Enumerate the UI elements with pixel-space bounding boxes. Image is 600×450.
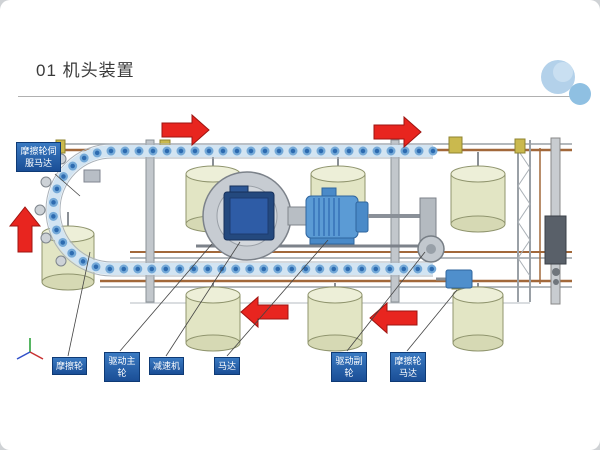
chain-conveyor: [45, 143, 438, 277]
friction-wheel-motor-unit: [436, 269, 473, 289]
arrow-left-icon: [240, 295, 289, 329]
arrow-up-icon: [8, 206, 42, 253]
decorative-circles: [541, 60, 591, 105]
title-underline: [18, 96, 582, 97]
shaft-coupling: [287, 206, 307, 226]
friction-servo-motor-unit: [83, 169, 101, 183]
label-motor: 马达: [214, 357, 241, 375]
label-drive-main-wheel: 驱动主轮: [104, 352, 140, 382]
arrow-left-icon: [369, 301, 418, 335]
drum: [452, 286, 504, 352]
reducer-gearbox: [223, 185, 275, 241]
support-columns: [145, 137, 567, 305]
leader-lines: [54, 173, 458, 357]
friction-wheels: [34, 153, 101, 267]
xyz-axis-icon: [16, 338, 44, 360]
label-friction-wheel-motor: 摩擦轮马达: [390, 352, 426, 382]
arrow-right-icon: [373, 115, 422, 149]
label-reducer: 减速机: [149, 357, 185, 375]
label-drive-sub-wheel: 驱动副轮: [331, 352, 367, 382]
page-title: 01 机头装置: [36, 61, 135, 80]
drive-sub-wheel: [417, 197, 445, 263]
drum: [185, 286, 241, 352]
drum: [450, 165, 506, 233]
drum: [307, 286, 363, 352]
label-friction-wheel: 摩擦轮: [52, 357, 88, 375]
label-friction-servo-motor: 摩擦轮伺服马达: [16, 142, 61, 172]
direction-arrows: [8, 113, 422, 335]
drive-motor: [305, 187, 369, 245]
drive-machinery: [196, 171, 473, 289]
arrow-right-icon: [161, 113, 210, 147]
